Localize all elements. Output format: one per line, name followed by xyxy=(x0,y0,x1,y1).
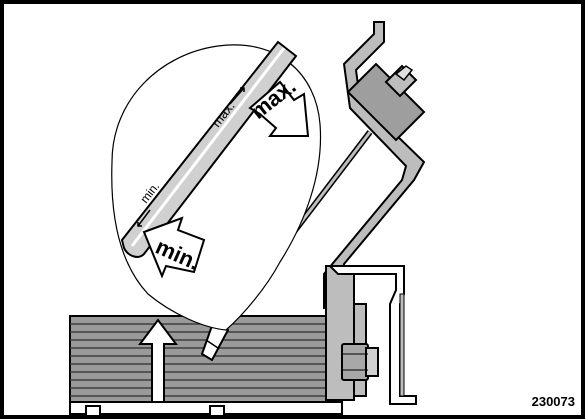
min-callout-arrow xyxy=(142,216,206,279)
mounting-bracket xyxy=(327,265,417,405)
max-marker-arrow xyxy=(229,87,245,105)
dipstick-cap xyxy=(346,62,426,142)
oil-reservoir xyxy=(69,315,343,415)
min-marker-arrow xyxy=(137,209,151,227)
dipstick-diagram: max. min. max. min. xyxy=(69,21,426,415)
mounting-bolt xyxy=(341,343,379,381)
dipstick-blade-magnified xyxy=(120,40,298,258)
figure-id: 230073 xyxy=(531,394,575,409)
up-arrow-icon xyxy=(138,318,178,403)
max-callout-arrow xyxy=(248,80,310,137)
